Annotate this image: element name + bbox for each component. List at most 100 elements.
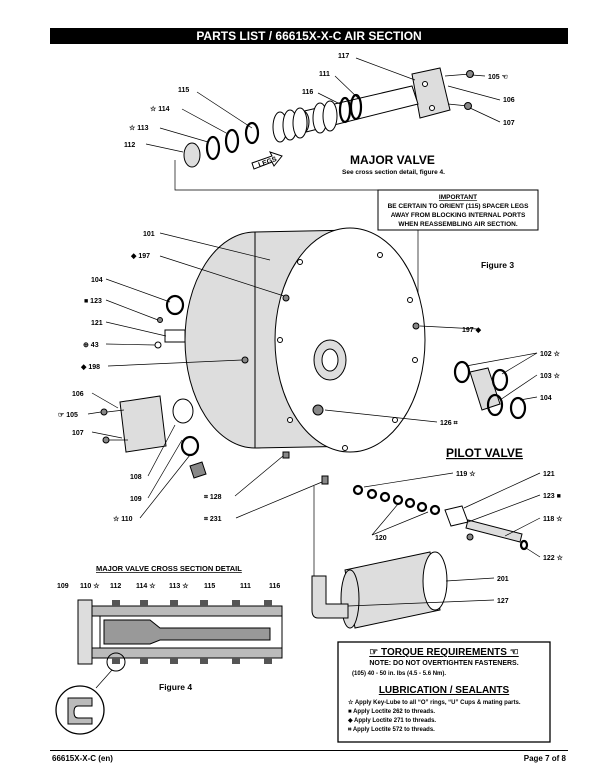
lubrication-item-1: ☆ Apply Key-Lube to all “O” rings, “U” C… [348, 699, 521, 706]
page-title: PARTS LIST / 66615X-X-C AIR SECTION [50, 28, 568, 44]
end-plate-left [119, 395, 167, 453]
oring-119 [366, 488, 378, 500]
cs-seal [232, 658, 240, 664]
central-bore-inner [321, 348, 339, 372]
oring-113 [205, 135, 221, 161]
flange-hole [277, 337, 283, 343]
cs-spool [103, 619, 271, 645]
callout-103: 103 ☆ [540, 372, 561, 380]
sleeve-103 [469, 367, 501, 411]
assembly-path-line [174, 160, 419, 320]
oring-119 [404, 497, 416, 509]
plug-197 [412, 322, 420, 330]
callout-104-right: 104 [540, 395, 552, 402]
oring-119 [379, 491, 391, 503]
oring-102 [453, 360, 471, 384]
torque-spec: (105) 40 - 50 in. lbs (4.5 - 5.6 Nm). [352, 671, 446, 677]
callout-107-left: 107 [72, 430, 84, 437]
cs-seal [264, 658, 272, 664]
body-front-flange [274, 227, 426, 453]
plug-126 [312, 404, 324, 416]
major-valve-assembly [174, 67, 474, 320]
seal-116 [338, 96, 352, 124]
callout-101: 101 [143, 231, 155, 238]
muffler-end [422, 551, 448, 611]
pilot-valve-title: PILOT VALVE [446, 446, 523, 460]
cs-label-115: 115 [204, 583, 215, 590]
callout-43: ⊕ 43 [83, 342, 99, 349]
cs-seal [140, 600, 148, 606]
screw-123 [157, 317, 163, 323]
seal-116 [349, 93, 363, 121]
important-heading: IMPORTANT [439, 194, 477, 201]
callout-113: ☆ 113 [129, 124, 149, 132]
screw-105-head [464, 102, 472, 110]
oring-119 [429, 504, 441, 516]
callout-109: 109 [130, 496, 142, 503]
callout-106: 106 [503, 97, 515, 104]
flange-hole [392, 417, 398, 423]
fitting-121-pilot [444, 505, 469, 527]
callout-107: 107 [503, 120, 515, 127]
footer-doc-id: 66615X-X-C (en) [52, 754, 113, 763]
pilot-rod-118 [465, 519, 523, 543]
callout-127: 127 [497, 598, 509, 605]
important-line-1: BE CERTAIN TO ORIENT (115) SPACER LEGS [388, 203, 530, 210]
oring-119 [392, 494, 404, 506]
important-line-3: WHEN REASSEMBLING AIR SECTION. [398, 221, 517, 228]
callout-116: 116 [302, 89, 313, 96]
cross-section-detail: MAJOR VALVE CROSS SECTION DETAIL 109 110… [55, 564, 283, 735]
plate-hole [422, 81, 428, 87]
callout-121-pilot: 121 [543, 471, 555, 478]
plate-hole [429, 105, 435, 111]
callout-115: 115 [178, 87, 189, 94]
figure-4-label: Figure 4 [159, 682, 192, 692]
cs-seal [170, 658, 178, 664]
plug-198 [241, 356, 249, 364]
cs-label-110: 110 ☆ [80, 582, 100, 590]
callout-123: ■ 123 [84, 298, 102, 305]
nut-110 [189, 461, 207, 479]
cs-detail-leader [95, 669, 113, 689]
legs-arrow [251, 151, 283, 170]
callout-106-left: 106 [72, 391, 84, 398]
flange-hole [297, 259, 303, 265]
oring-119 [352, 484, 364, 496]
callout-105: 105 ☜ [488, 74, 508, 81]
callout-122: 122 ☆ [543, 554, 564, 562]
cs-label-111: 111 [240, 583, 251, 590]
torque-note: NOTE: DO NOT OVERTIGHTEN FASTENERS. [369, 660, 518, 667]
legs-label: LEGS [258, 156, 279, 169]
spacer-115 [292, 107, 308, 139]
air-section-body [100, 227, 527, 485]
flange-hole [412, 357, 418, 363]
important-line-2: AWAY FROM BLOCKING INTERNAL PORTS [391, 212, 526, 219]
part-43 [154, 341, 162, 349]
elbow-127 [311, 575, 349, 619]
flange-hole [407, 297, 413, 303]
callout-114: ☆ 114 [150, 105, 170, 113]
cs-seal [200, 600, 208, 606]
cs-seal [112, 600, 120, 606]
callout-120: 120 [375, 535, 387, 542]
callout-119: 119 ☆ [456, 470, 476, 478]
muffler-start [340, 569, 360, 629]
oring-103 [486, 393, 504, 417]
u-cup-114 [224, 128, 240, 154]
oring-102 [491, 368, 509, 392]
cs-label-109: 109 [57, 583, 69, 590]
callout-126: 126 ⌗ [440, 420, 458, 427]
clip-104 [509, 396, 527, 420]
fitting-121 [164, 329, 186, 343]
cs-detail-circle [106, 652, 126, 672]
oring-122 [519, 539, 529, 551]
callout-123-pilot: 123 ■ [543, 493, 561, 500]
callout-labels: 117 111 105 ☜ 115 116 106 ☆ 114 107 ☆ 11… [58, 53, 564, 605]
cs-label-114: 114 ☆ [136, 582, 156, 590]
lubrication-item-3: ◆ Apply Loctite 271 to threads. [347, 717, 436, 724]
spacer-115 [322, 100, 338, 132]
callout-118: 118 ☆ [543, 515, 563, 523]
screw-105-head [466, 70, 474, 78]
major-valve-subtitle: See cross section detail, figure 4. [342, 169, 445, 176]
